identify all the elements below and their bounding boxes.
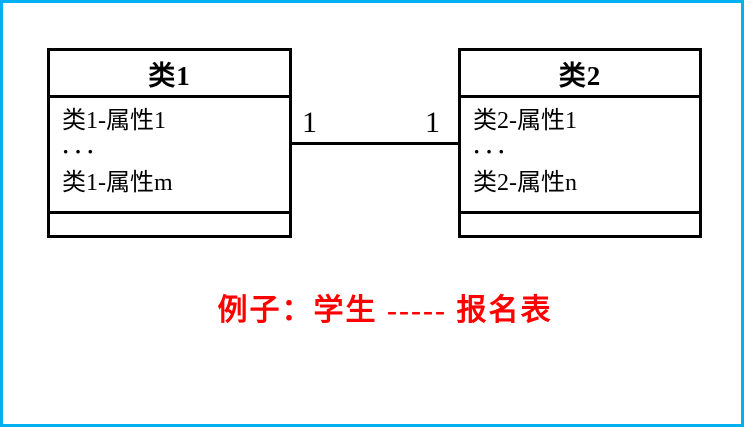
class1-title: 类1 [50,51,289,98]
class1-attributes-ellipsis: ··· [62,139,100,164]
class1-operations-compartment [50,214,289,232]
class1-attribute-m: 类1-属性m [62,170,173,196]
class-box-class1: 类1 类1-属性1 ··· 类1-属性m [47,48,292,238]
class1-attribute-1: 类1-属性1 [62,108,166,134]
association-line [291,142,458,145]
class1-attributes: 类1-属性1 ··· 类1-属性m [50,98,289,214]
class2-operations-compartment [461,214,699,232]
multiplicity-right: 1 [425,106,440,139]
class2-attribute-1: 类2-属性1 [473,108,577,134]
multiplicity-left: 1 [302,106,317,139]
example-caption: 例子：学生 ----- 报名表 [217,294,553,327]
class-box-class2: 类2 类2-属性1 ··· 类2-属性n [458,48,702,238]
class2-attributes-ellipsis: ··· [473,139,511,164]
class2-title: 类2 [461,51,699,98]
class2-attributes: 类2-属性1 ··· 类2-属性n [461,98,699,214]
class2-attribute-n: 类2-属性n [473,170,577,196]
